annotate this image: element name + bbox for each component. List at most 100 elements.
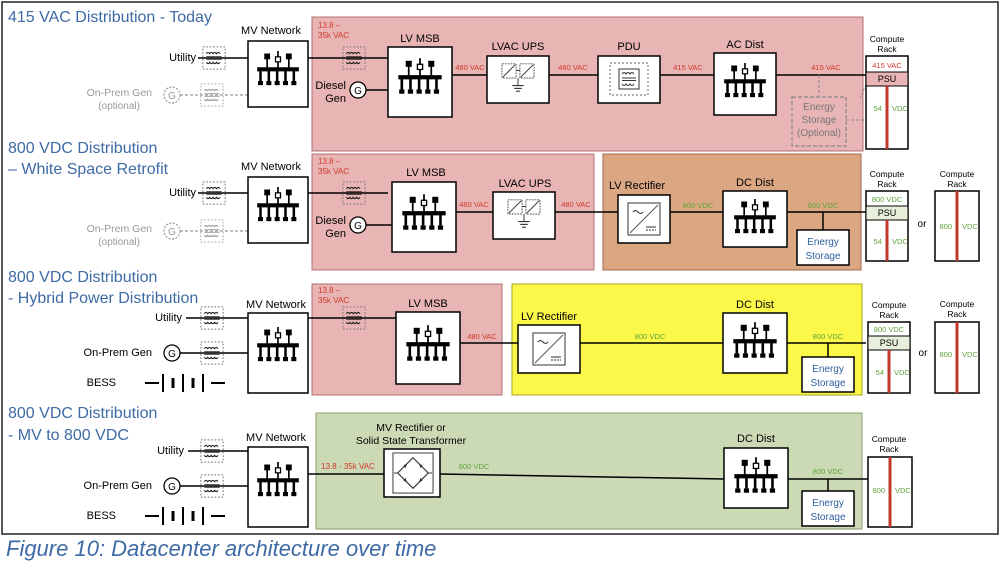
svg-text:LV Rectifier: LV Rectifier [609,180,665,192]
svg-text:VDC: VDC [894,368,910,377]
row-mv-to-800vdc: 800 VDC Distribution - MV to 800 VDC Uti… [8,405,913,530]
section-title: 415 VAC Distribution - Today [8,9,212,26]
svg-text:G: G [354,221,362,232]
svg-text:800 VDC Distribution: 800 VDC Distribution [8,405,157,422]
svg-text:– White Space Retrofit: – White Space Retrofit [8,161,169,178]
svg-text:Diesel: Diesel [315,215,346,227]
svg-text:- MV to 800 VDC: - MV to 800 VDC [8,427,129,444]
svg-text:35k VAC: 35k VAC [318,167,349,176]
svg-text:PSU: PSU [878,74,897,84]
svg-text:35k VAC: 35k VAC [318,31,349,40]
svg-text:480 VAC: 480 VAC [467,332,497,341]
svg-text:MV Network: MV Network [246,299,306,311]
svg-text:Storage: Storage [805,251,840,262]
svg-text:800 VDC: 800 VDC [872,195,903,204]
svg-text:Energy: Energy [812,364,844,375]
svg-text:415 VAC: 415 VAC [811,63,841,72]
svg-text:Energy: Energy [803,102,835,113]
svg-text:LV MSB: LV MSB [406,167,446,179]
diagram-frame [1,1,999,535]
svg-text:Compute: Compute [870,169,905,179]
svg-text:Gen: Gen [325,93,346,105]
svg-text:LVAC UPS: LVAC UPS [492,41,545,53]
svg-text:800: 800 [872,486,885,495]
svg-text:Utility: Utility [169,187,196,199]
svg-text:DC Dist: DC Dist [736,177,774,189]
svg-text:Compute: Compute [872,434,907,444]
svg-text:Rack: Rack [879,310,899,320]
svg-text:or: or [919,348,929,359]
svg-text:VDC: VDC [892,237,908,246]
svg-text:PSU: PSU [878,208,897,218]
svg-text:PSU: PSU [880,338,899,348]
svg-text:480 VAC: 480 VAC [459,200,489,209]
svg-text:DC Dist: DC Dist [737,433,775,445]
svg-text:LV MSB: LV MSB [400,33,440,45]
svg-text:On-Prem Gen: On-Prem Gen [84,347,152,359]
svg-text:Rack: Rack [947,309,967,319]
battery-icon [145,507,225,525]
svg-text:800 VDC: 800 VDC [808,201,839,210]
svg-text:MV Rectifier or: MV Rectifier or [376,422,446,434]
svg-text:13.8 –: 13.8 – [318,157,341,166]
pdu-box [597,55,661,104]
svg-text:54: 54 [874,237,882,246]
svg-text:MV Network: MV Network [241,161,301,173]
svg-text:800 VDC: 800 VDC [635,332,666,341]
rectifier-icon [532,332,566,366]
svg-text:(optional): (optional) [98,237,140,248]
svg-text:13.8 –: 13.8 – [318,286,341,295]
battery-icon [145,374,225,392]
svg-text:480 VAC: 480 VAC [558,63,588,72]
svg-text:Rack: Rack [877,179,897,189]
svg-text:On-Prem Gen: On-Prem Gen [84,480,152,492]
svg-text:415 VAC: 415 VAC [872,61,902,70]
utility-label: Utility [169,52,196,64]
onprem-gen-label: On-Prem Gen [87,87,153,99]
svg-text:LVAC UPS: LVAC UPS [499,178,552,190]
svg-text:Compute: Compute [940,169,975,179]
svg-text:VDC: VDC [962,222,978,231]
svg-text:Compute: Compute [940,299,975,309]
svg-text:Compute: Compute [870,34,905,44]
svg-text:Energy: Energy [812,498,844,509]
svg-text:BESS: BESS [87,510,116,522]
svg-text:G: G [168,349,176,360]
svg-text:13.8 - 35k VAC: 13.8 - 35k VAC [321,462,375,471]
svg-text:Rack: Rack [947,179,967,189]
svg-text:800 VDC: 800 VDC [813,332,844,341]
svg-text:MV Network: MV Network [246,432,306,444]
rectifier-bridge-icon [392,452,434,494]
svg-text:Compute: Compute [872,300,907,310]
svg-text:- Hybrid Power Distribution: - Hybrid Power Distribution [8,290,198,307]
energy-storage-box [801,356,855,393]
svg-text:AC Dist: AC Dist [726,39,763,51]
row-white-space-retrofit: 800 VDC Distribution – White Space Retro… [8,140,980,271]
energy-storage-optional-box [791,96,847,147]
svg-text:13.8 –: 13.8 – [318,21,341,30]
svg-text:G: G [168,482,176,493]
svg-text:G: G [354,86,362,97]
svg-text:(Optional): (Optional) [797,128,841,139]
svg-text:800 VDC: 800 VDC [683,201,714,210]
svg-text:Energy: Energy [807,237,839,248]
svg-text:LV MSB: LV MSB [408,298,448,310]
svg-text:54: 54 [876,368,884,377]
svg-text:800 VDC: 800 VDC [459,462,490,471]
svg-text:VDC: VDC [892,104,908,113]
optional-label: (optional) [98,101,140,112]
svg-text:G: G [168,227,176,238]
svg-text:800: 800 [939,222,952,231]
svg-text:PDU: PDU [617,41,640,53]
svg-text:G: G [168,91,176,102]
figure-caption: Figure 10: Datacenter architecture over … [6,536,437,561]
svg-text:Storage: Storage [810,378,845,389]
svg-text:Rack: Rack [879,444,899,454]
rectifier-icon [627,202,661,236]
svg-text:Rack: Rack [877,44,897,54]
svg-text:VDC: VDC [895,486,911,495]
svg-text:54: 54 [874,104,882,113]
svg-text:35k VAC: 35k VAC [318,296,349,305]
svg-text:Storage: Storage [801,115,836,126]
